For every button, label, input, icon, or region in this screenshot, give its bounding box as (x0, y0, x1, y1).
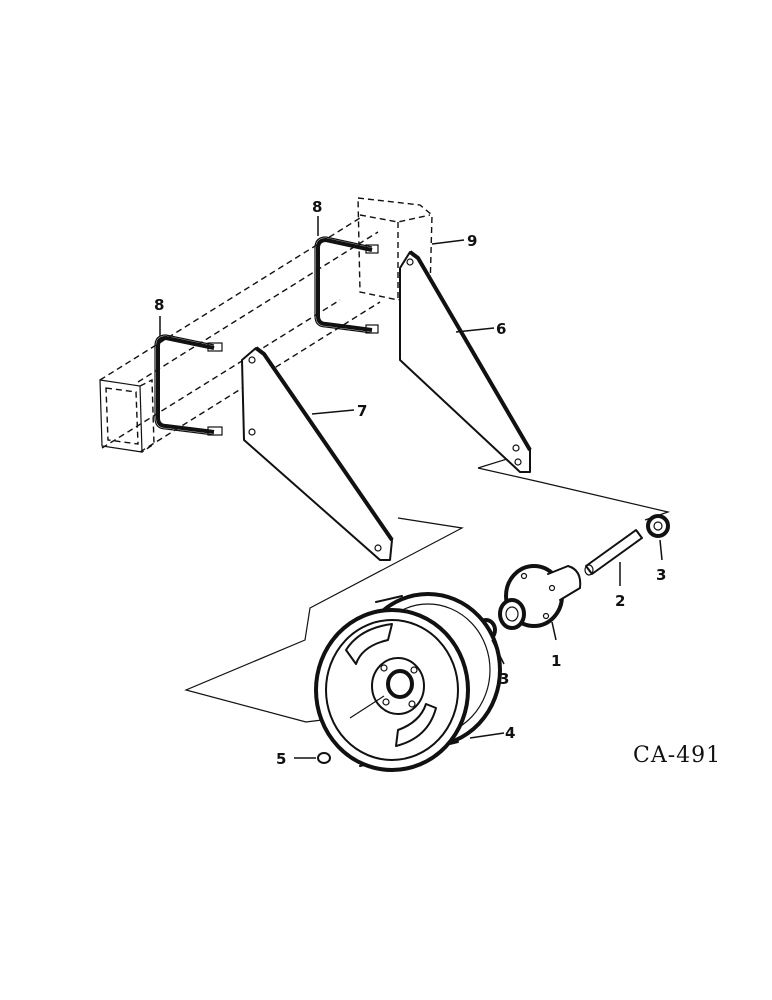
bolt (317, 752, 331, 764)
leader-washer-left (491, 639, 505, 665)
leader-frame (431, 239, 465, 245)
bracket-right (399, 250, 532, 473)
callout-frame-member: 9 (467, 232, 477, 250)
callout-u-bolt-left: 8 (154, 296, 164, 314)
leader-bracket-right (455, 327, 495, 333)
callout-hub: 1 (551, 652, 561, 670)
callout-bolt: 5 (276, 750, 286, 768)
wheel (314, 592, 502, 772)
leader-washer-right (659, 539, 663, 561)
upper-ground-plane (477, 454, 671, 521)
reference-code: CA-491 (633, 743, 721, 768)
leader-hub (551, 621, 557, 641)
leader-wheel (469, 732, 505, 739)
callout-wheel: 4 (505, 724, 515, 742)
bracket-left (241, 346, 394, 561)
callout-washer-right: 3 (656, 566, 666, 584)
callout-bracket-right: 6 (496, 320, 506, 338)
callout-washer-left: 3 (499, 670, 509, 688)
u-bolt-left (154, 316, 223, 436)
callout-u-bolt-right: 8 (312, 198, 322, 216)
washer-right (646, 514, 670, 538)
hub (498, 564, 582, 630)
axle-shaft (584, 529, 643, 576)
leader-bracket-left (311, 409, 355, 415)
callout-axle-shaft: 2 (615, 592, 625, 610)
lower-ground-plane (184, 517, 464, 723)
u-bolt-right (314, 216, 379, 334)
callout-bracket-left: 7 (357, 402, 367, 420)
